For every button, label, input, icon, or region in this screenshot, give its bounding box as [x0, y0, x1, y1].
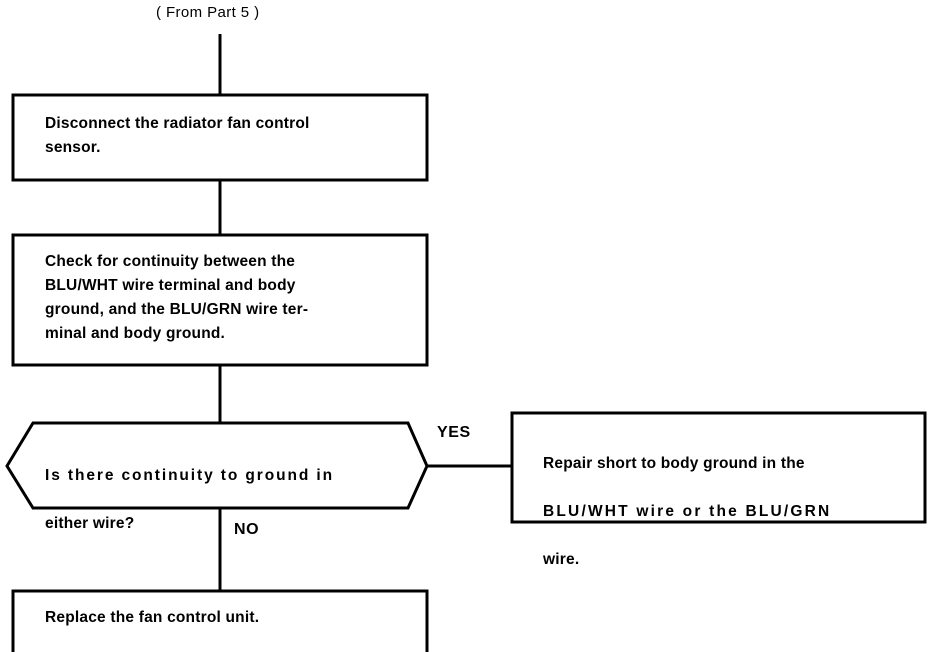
repair-line-1: Repair short to body ground in the: [543, 455, 805, 472]
node-continuity-question-label: Is there continuity to ground in either …: [45, 440, 407, 560]
question-line-1: Is there continuity to ground in: [45, 467, 334, 484]
repair-line-2: BLU/WHT wire or the BLU/GRN: [543, 503, 832, 520]
node-repair-short-label: Repair short to body ground in the BLU/W…: [543, 428, 911, 596]
branch-label-yes: YES: [437, 424, 471, 441]
node-check-continuity-label: Check for continuity between the BLU/WHT…: [45, 253, 309, 342]
node-check-continuity: [11, 233, 429, 367]
node-continuity-question: [5, 421, 429, 510]
node-repair-short: [510, 411, 927, 524]
repair-line-3: wire.: [543, 551, 580, 568]
node-disconnect-sensor-label: Disconnect the radiator fan control sens…: [45, 115, 310, 156]
from-part-5-label: ( From Part 5 ): [156, 4, 260, 21]
branch-label-no: NO: [234, 521, 260, 538]
question-line-2: either wire?: [45, 515, 135, 532]
node-replace-fan-control-unit-label: Replace the fan control unit.: [45, 609, 260, 626]
node-replace-fan-control-unit: [11, 589, 429, 652]
